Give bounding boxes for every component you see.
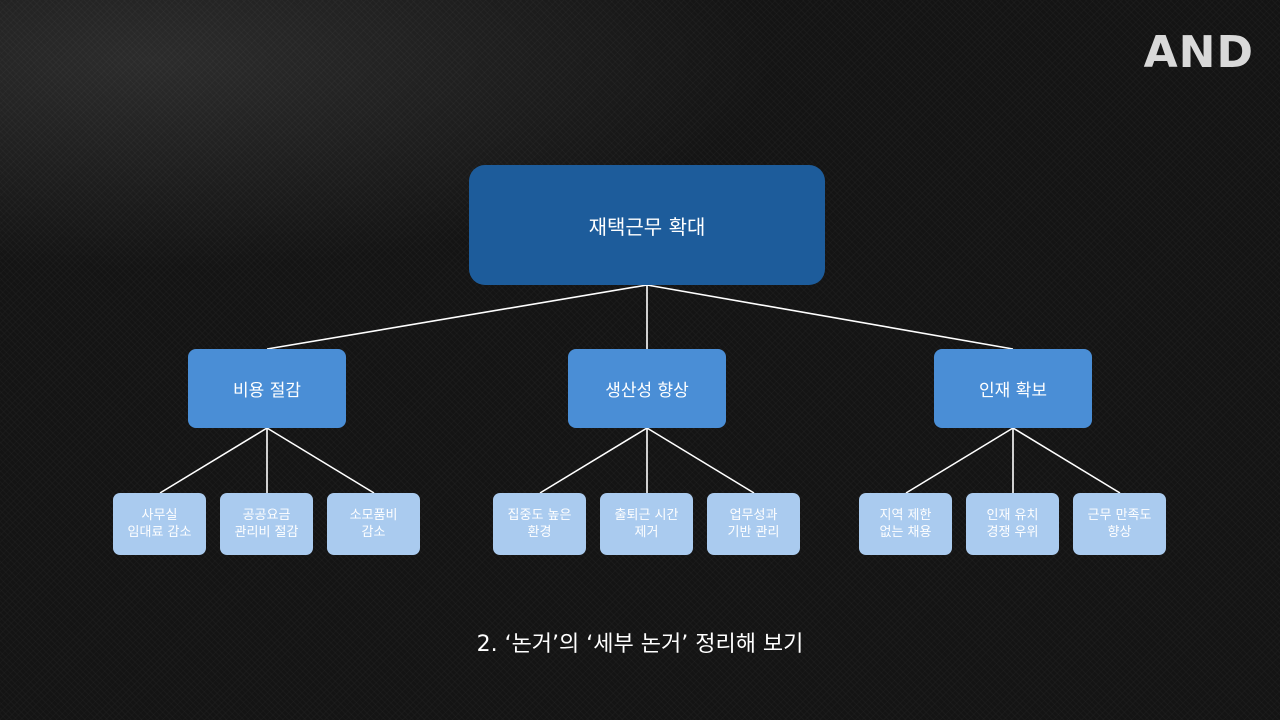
leaf-node: 출퇴근 시간 제거 (600, 493, 693, 555)
connector-root-branch-1 (266, 284, 648, 350)
connector-branch-2-leaf-1 (539, 427, 648, 494)
slide-caption: 2. ‘논거’의 ‘세부 논거’ 정리해 보기 (476, 632, 804, 657)
and-logo: AND (1143, 27, 1254, 78)
branch-node-talent: 인재 확보 (934, 349, 1092, 428)
branch-node-cost-reduction: 비용 절감 (188, 349, 346, 428)
leaf-node: 근무 만족도 향상 (1073, 493, 1166, 555)
leaf-node: 소모품비 감소 (327, 493, 420, 555)
leaf-node: 사무실 임대료 감소 (113, 493, 206, 555)
leaf-node: 인재 유치 경쟁 우위 (966, 493, 1059, 555)
leaf-node: 지역 제한 없는 채용 (859, 493, 952, 555)
connector-branch-3-leaf-1 (905, 427, 1014, 494)
connector-branch-1-leaf-1 (159, 427, 268, 494)
leaf-node: 업무성과 기반 관리 (707, 493, 800, 555)
connector-branch-1-leaf-3 (266, 427, 375, 494)
connector-branch-3-leaf-3 (1012, 427, 1121, 494)
leaf-node: 집중도 높은 환경 (493, 493, 586, 555)
root-node: 재택근무 확대 (469, 165, 825, 285)
branch-node-productivity: 생산성 향상 (568, 349, 726, 428)
leaf-node: 공공요금 관리비 절감 (220, 493, 313, 555)
connector-root-branch-3 (646, 284, 1014, 350)
connector-branch-2-leaf-3 (646, 427, 755, 494)
